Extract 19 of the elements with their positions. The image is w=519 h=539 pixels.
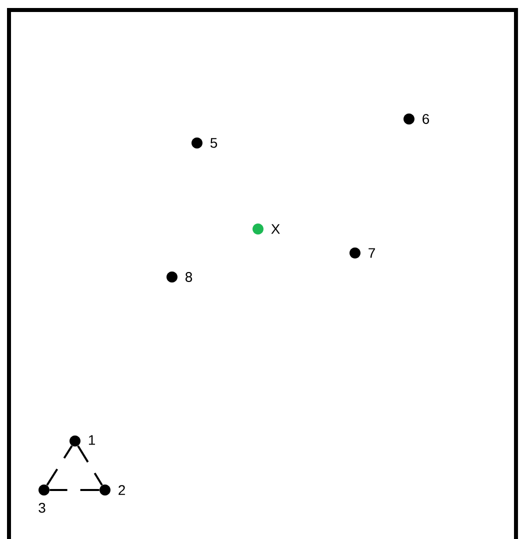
connector-line [46, 445, 73, 486]
connector-line [50, 489, 100, 491]
dot [404, 114, 414, 124]
point-label: 7 [368, 248, 375, 258]
point-label: 3 [38, 502, 46, 513]
point-label: 5 [210, 138, 218, 148]
point-label: 1 [88, 435, 95, 445]
dot [100, 484, 110, 496]
dot [166, 272, 178, 282]
dot [70, 436, 80, 446]
dot [38, 484, 50, 496]
dot [252, 224, 264, 234]
point-label: 2 [118, 485, 125, 495]
dot [350, 248, 360, 258]
point-label: 6 [422, 114, 430, 124]
dot [192, 138, 202, 148]
point-label: X [271, 224, 280, 234]
connector-line [77, 445, 103, 486]
point-label: 8 [186, 272, 192, 282]
